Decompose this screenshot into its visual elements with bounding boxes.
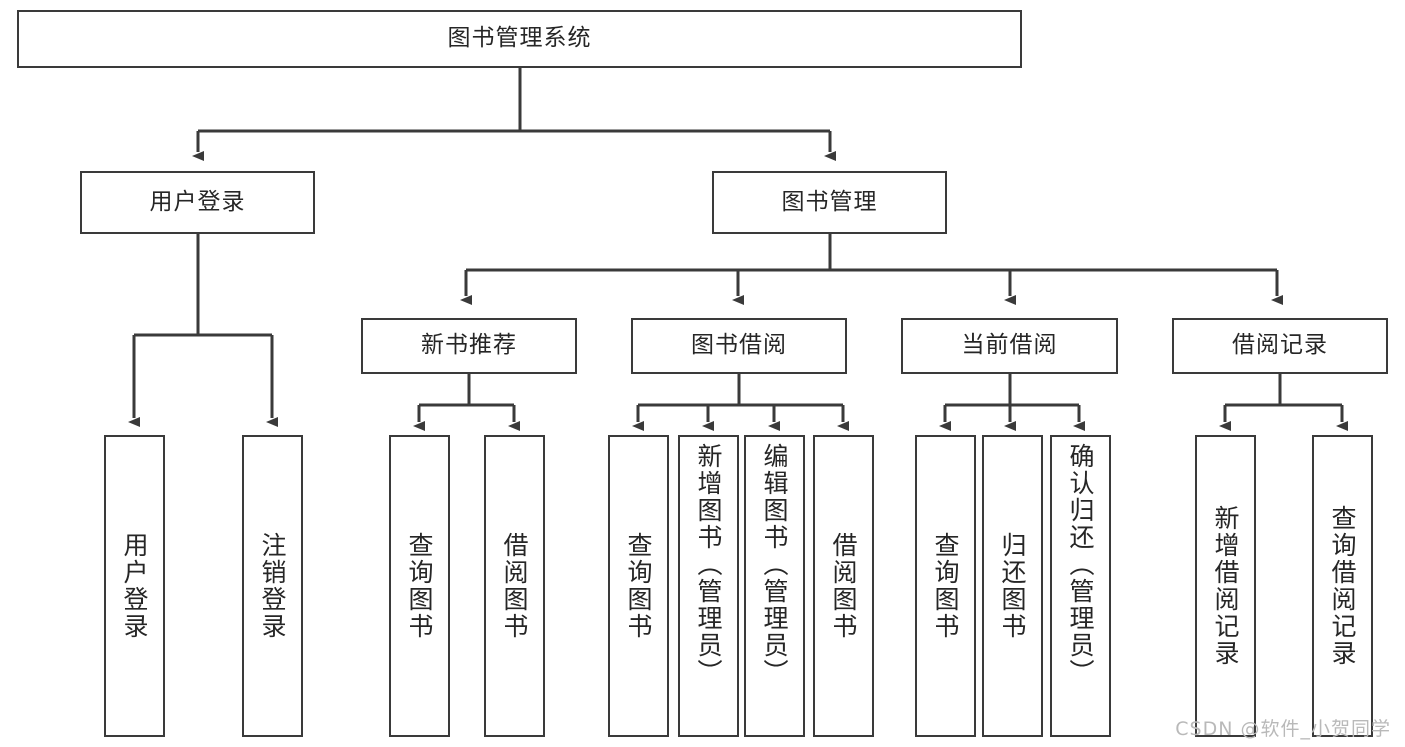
node-label: 图书管理系统 [447, 25, 592, 52]
node-label: 归还图书 [998, 532, 1027, 640]
csdn-watermark: CSDN @软件_小贺同学 [1175, 718, 1391, 740]
node-book-management[interactable]: 图书管理 [712, 171, 947, 234]
leaf-add-book-admin[interactable]: 新增图书（管理员） [678, 435, 739, 737]
leaf-return-book[interactable]: 归还图书 [982, 435, 1043, 737]
node-label: 编辑图书（管理员） [760, 443, 789, 686]
node-borrow-record[interactable]: 借阅记录 [1172, 318, 1388, 374]
node-label: 查询借阅记录 [1328, 505, 1357, 667]
leaf-user-logout[interactable]: 注销登录 [242, 435, 303, 737]
leaf-query-books-current[interactable]: 查询图书 [915, 435, 976, 737]
node-new-book-recommend[interactable]: 新书推荐 [361, 318, 577, 374]
leaf-confirm-return-admin[interactable]: 确认归还（管理员） [1050, 435, 1111, 737]
node-label: 新增借阅记录 [1211, 505, 1240, 667]
leaf-user-login[interactable]: 用户登录 [104, 435, 165, 737]
node-current-borrow[interactable]: 当前借阅 [901, 318, 1118, 374]
node-label: 借阅记录 [1232, 332, 1328, 359]
node-label: 查询图书 [931, 532, 960, 640]
node-label: 当前借阅 [961, 332, 1058, 359]
node-label: 用户登录 [149, 188, 246, 215]
node-label: 图书管理 [781, 188, 878, 215]
leaf-edit-book-admin[interactable]: 编辑图书（管理员） [744, 435, 805, 737]
node-label: 新书推荐 [421, 332, 517, 359]
leaf-query-borrow-record[interactable]: 查询借阅记录 [1312, 435, 1373, 737]
node-label: 查询图书 [624, 532, 653, 640]
node-label: 图书借阅 [691, 332, 787, 359]
leaf-query-books-borrow[interactable]: 查询图书 [608, 435, 669, 737]
node-root-system[interactable]: 图书管理系统 [17, 10, 1022, 68]
leaf-add-borrow-record[interactable]: 新增借阅记录 [1195, 435, 1256, 737]
node-label: 用户登录 [120, 532, 149, 640]
node-label: 查询图书 [405, 532, 434, 640]
node-label: 确认归还（管理员） [1066, 443, 1095, 686]
node-label: 注销登录 [258, 532, 287, 640]
node-user-login[interactable]: 用户登录 [80, 171, 315, 234]
leaf-borrow-books-recommend[interactable]: 借阅图书 [484, 435, 545, 737]
leaf-borrow-book[interactable]: 借阅图书 [813, 435, 874, 737]
node-label: 新增图书（管理员） [694, 443, 723, 686]
node-book-borrow[interactable]: 图书借阅 [631, 318, 847, 374]
leaf-query-books-recommend[interactable]: 查询图书 [389, 435, 450, 737]
node-label: 借阅图书 [829, 532, 858, 640]
node-label: 借阅图书 [500, 532, 529, 640]
